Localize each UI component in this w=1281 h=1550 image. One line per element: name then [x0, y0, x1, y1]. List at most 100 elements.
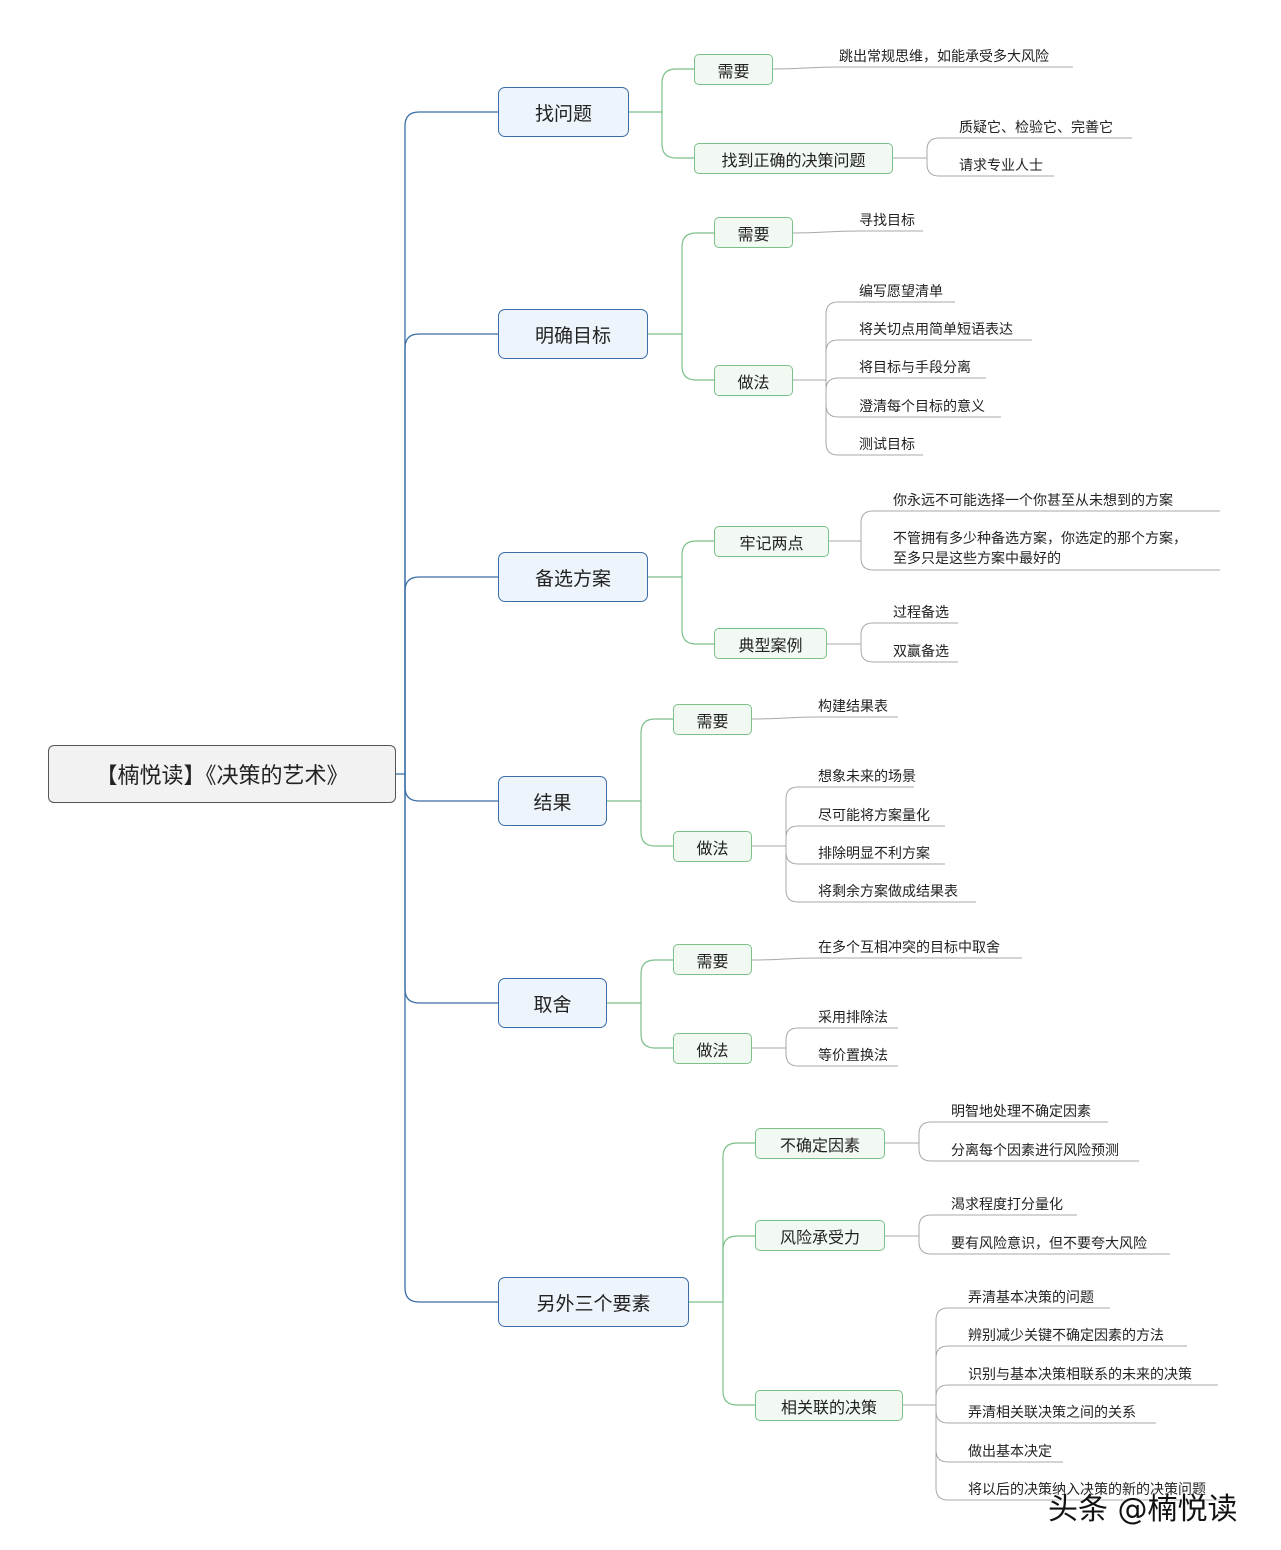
leaf-text: 排除明显不利方案: [818, 846, 930, 862]
leaf-connector: [918, 1143, 1139, 1162]
leaf-text: 分离每个因素进行风险预测: [951, 1143, 1119, 1159]
sub-connector: [722, 1235, 755, 1302]
leaf-text: 采用排除法: [818, 1010, 888, 1026]
leaf-connector: [772, 66, 1073, 70]
sub-need[interactable]: 需要: [714, 217, 793, 248]
leaf-text: 要有风险意识，但不要夸大风险: [951, 1236, 1147, 1252]
sub-method[interactable]: 做法: [673, 831, 752, 862]
leaf-connector: [751, 957, 1022, 961]
sub-typical-cases[interactable]: 典型案例: [714, 628, 827, 659]
leaf-connector: [751, 716, 898, 720]
branch-consequences[interactable]: 结果: [498, 776, 607, 826]
sub-connector: [661, 68, 694, 112]
root-connector: [404, 774, 498, 1004]
leaf-connector: [785, 1027, 898, 1048]
leaf-text: 渴求程度打分量化: [951, 1197, 1063, 1213]
sub-method[interactable]: 做法: [714, 365, 793, 396]
branch-three-more-elements[interactable]: 另外三个要素: [498, 1277, 689, 1327]
leaf-connector: [825, 380, 923, 456]
leaf-connector: [918, 1214, 1077, 1236]
root-connector: [404, 576, 498, 774]
leaf-connector: [785, 1048, 898, 1067]
leaf-text: 想象未来的场景: [818, 769, 916, 785]
leaf-connector: [785, 786, 914, 846]
leaf-text: 弄清相关联决策之间的关系: [968, 1405, 1136, 1421]
sub-connector: [681, 540, 714, 577]
root-connector: [404, 333, 498, 774]
sub-connector: [661, 112, 694, 159]
branch-tradeoffs[interactable]: 取舍: [498, 978, 607, 1028]
leaf-connector: [926, 137, 1132, 158]
leaf-text: 将关切点用简单短语表达: [859, 322, 1013, 338]
leaf-text: 弄清基本决策的问题: [968, 1290, 1094, 1306]
leaf-text: 尽可能将方案量化: [818, 808, 930, 824]
leaf-connector: [825, 301, 955, 380]
sub-connector: [640, 1003, 673, 1049]
leaf-text: 跳出常规思维，如能承受多大风险: [839, 49, 1049, 65]
leaf-text: 你永远不可能选择一个你甚至从未想到的方案: [893, 493, 1173, 509]
sub-connector: [681, 577, 714, 645]
leaf-connector: [918, 1121, 1108, 1143]
sub-need[interactable]: 需要: [673, 944, 752, 975]
sub-uncertainty[interactable]: 不确定因素: [755, 1128, 885, 1159]
leaf-connector: [935, 1384, 1218, 1405]
sub-remember-two-points[interactable]: 牢记两点: [714, 526, 829, 557]
leaf-text: 不管拥有多少种备选方案，你选定的那个方案，: [893, 531, 1187, 547]
leaf-text: 质疑它、检验它、完善它: [959, 120, 1113, 136]
leaf-text: 将剩余方案做成结果表: [818, 884, 958, 900]
sub-need[interactable]: 需要: [673, 704, 752, 735]
leaf-connector: [860, 510, 1220, 541]
leaf-text: 测试目标: [859, 437, 915, 453]
leaf-text: 做出基本决定: [968, 1444, 1052, 1460]
leaf-text: 在多个互相冲突的目标中取舍: [818, 940, 1000, 956]
sub-connector: [681, 334, 714, 381]
leaf-text: 识别与基本决策相联系的未来的决策: [968, 1367, 1192, 1383]
leaf-text: 请求专业人士: [959, 158, 1043, 174]
leaf-connector: [785, 825, 945, 846]
leaf-text: 将以后的决策纳入决策的新的决策问题: [968, 1482, 1206, 1498]
leaf-connector: [825, 377, 986, 391]
leaf-text: 寻找目标: [859, 213, 915, 229]
sub-connector: [681, 232, 714, 334]
sub-linked-decisions[interactable]: 相关联的决策: [755, 1390, 903, 1421]
sub-need[interactable]: 需要: [694, 54, 773, 85]
leaf-connector: [935, 1405, 1235, 1501]
sub-connector: [640, 801, 673, 847]
root-node[interactable]: 【楠悦读】《决策的艺术》: [48, 745, 396, 803]
leaf-connector: [935, 1345, 1187, 1405]
root-connector: [404, 774, 498, 802]
branch-find-problem[interactable]: 找问题: [498, 87, 629, 137]
leaf-text: 明智地处理不确定因素: [951, 1104, 1091, 1120]
leaf-connector: [926, 158, 1054, 177]
root-connector: [404, 111, 498, 774]
branch-alternatives[interactable]: 备选方案: [498, 552, 648, 602]
leaf-text: 编写愿望清单: [859, 284, 943, 300]
leaf-connector: [825, 339, 1032, 380]
root-connector: [404, 774, 498, 1303]
sub-risk-tolerance[interactable]: 风险承受力: [755, 1220, 885, 1251]
sub-connector: [640, 959, 673, 1003]
leaf-text: 澄清每个目标的意义: [859, 399, 985, 415]
leaf-text: 将目标与手段分离: [859, 360, 971, 376]
leaf-text: 双赢备选: [893, 644, 949, 660]
leaf-connector: [792, 230, 923, 234]
leaf-connector: [935, 1307, 1110, 1405]
leaf-text: 等价置换法: [818, 1048, 888, 1064]
sub-connector: [640, 718, 673, 801]
leaf-connector: [860, 644, 958, 663]
branch-clear-goals[interactable]: 明确目标: [498, 309, 648, 359]
watermark: 头条 @楠悦读: [1048, 1492, 1238, 1527]
leaf-connector: [785, 846, 976, 903]
leaf-text: 构建结果表: [818, 699, 888, 715]
sub-method[interactable]: 做法: [673, 1033, 752, 1064]
leaf-connector: [860, 541, 1220, 571]
sub-connector: [722, 1302, 755, 1406]
leaf-connector: [860, 622, 958, 644]
sub-find-right-problem[interactable]: 找到正确的决策问题: [694, 143, 893, 174]
leaf-connector: [918, 1236, 1170, 1255]
sub-connector: [722, 1142, 755, 1302]
leaf-text: 辨别减少关键不确定因素的方法: [968, 1328, 1164, 1344]
leaf-text: 过程备选: [893, 605, 949, 621]
leaf-text: 至多只是这些方案中最好的: [893, 551, 1061, 567]
